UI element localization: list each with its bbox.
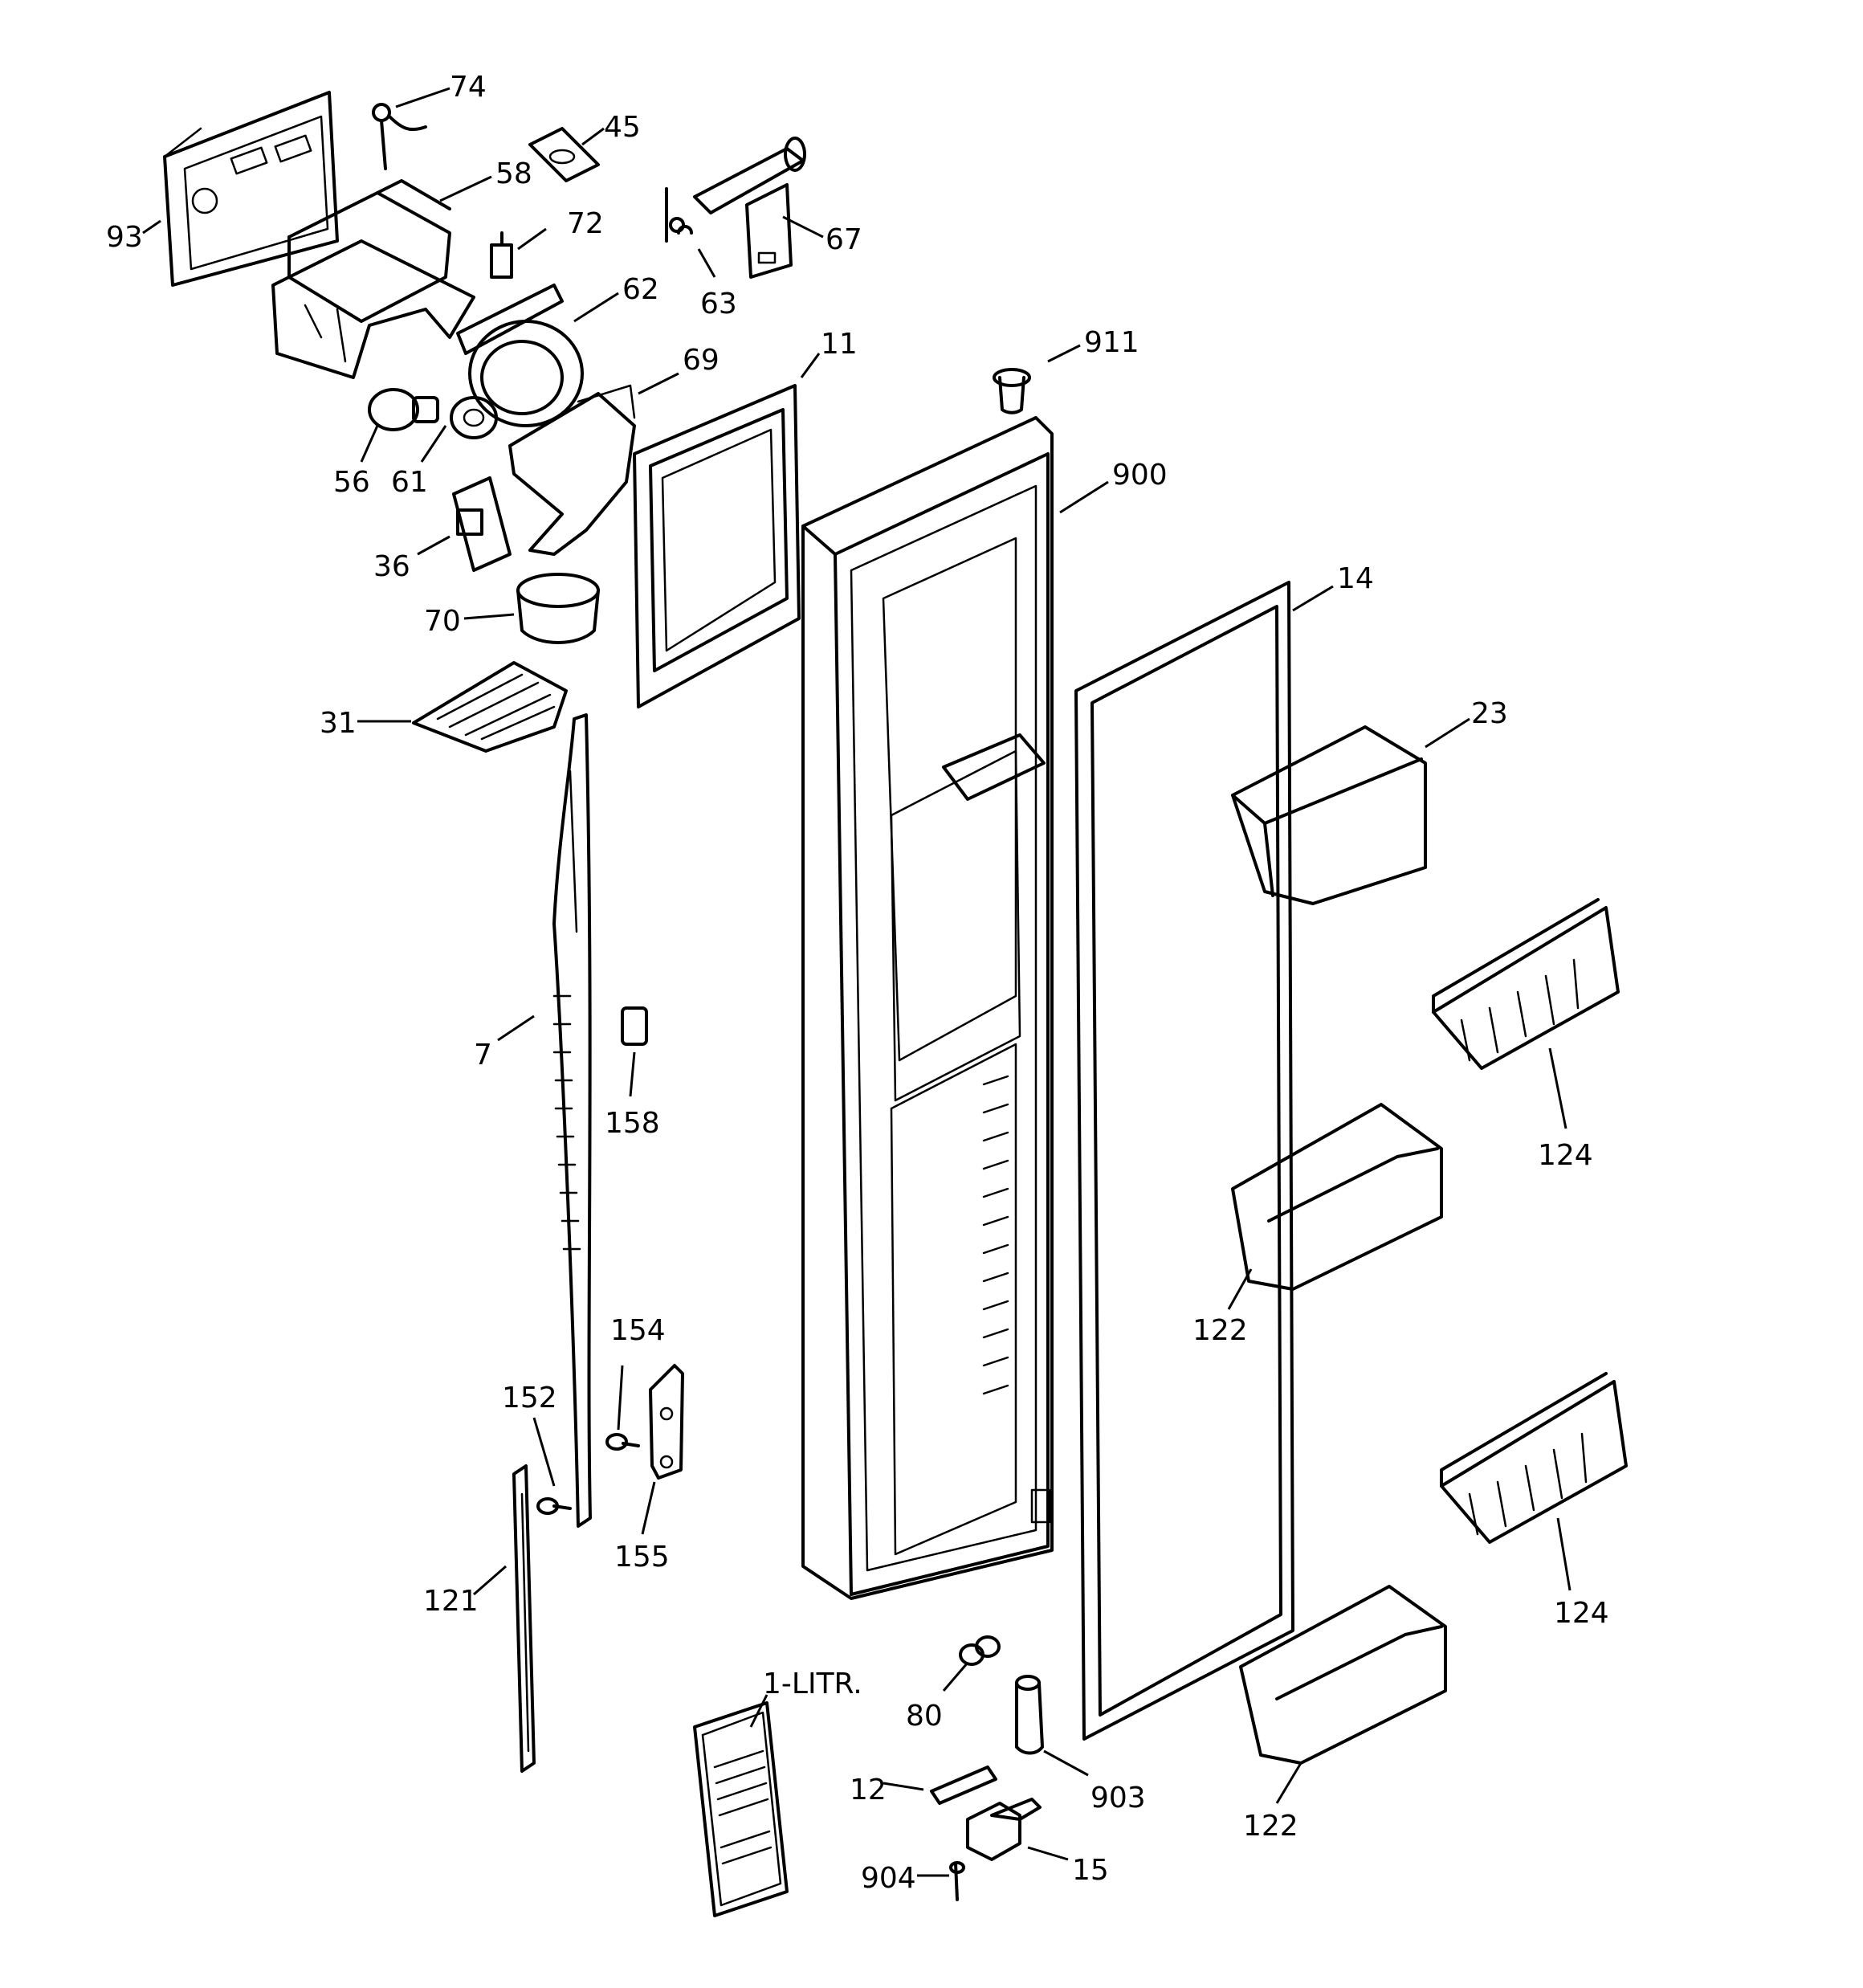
callout-7: 7 bbox=[474, 1039, 492, 1072]
part-67-actuator bbox=[693, 137, 806, 279]
part-70-collar bbox=[516, 573, 600, 644]
callout-80: 80 bbox=[906, 1700, 943, 1733]
callout-11: 11 bbox=[821, 328, 858, 361]
part-62-ring bbox=[456, 284, 584, 427]
part-7-door-handle bbox=[552, 713, 592, 1528]
part-11-dispenser-frame bbox=[633, 384, 801, 708]
callout-911: 911 bbox=[1084, 326, 1139, 359]
part-911-bushing bbox=[993, 368, 1031, 414]
callout-12: 12 bbox=[850, 1774, 887, 1806]
part-122-door-shelf-upper bbox=[1231, 1103, 1443, 1291]
callout-121: 121 bbox=[423, 1585, 479, 1618]
callout-36: 36 bbox=[373, 550, 410, 583]
part-69-chute bbox=[508, 384, 636, 556]
callout-62: 62 bbox=[622, 273, 659, 306]
part-93-control-panel bbox=[163, 91, 339, 287]
part-12-hinge-plate bbox=[930, 1766, 997, 1805]
part-61-socket bbox=[450, 396, 498, 439]
part-31-drip-grille bbox=[412, 661, 568, 753]
callout-122-lower: 122 bbox=[1243, 1810, 1298, 1843]
callout-903: 903 bbox=[1090, 1782, 1146, 1815]
callout-154: 154 bbox=[610, 1314, 666, 1347]
callout-122-upper: 122 bbox=[1192, 1314, 1248, 1347]
callout-155: 155 bbox=[614, 1541, 670, 1574]
part-124-wire-basket-lower bbox=[1440, 1372, 1628, 1544]
callout-904: 904 bbox=[861, 1862, 916, 1895]
part-1-litr-literature bbox=[693, 1701, 789, 1917]
leader-lines bbox=[142, 87, 1572, 1877]
part-45-bracket bbox=[528, 127, 600, 182]
callout-72: 72 bbox=[567, 207, 604, 240]
callout-900: 900 bbox=[1112, 459, 1168, 492]
part-80-cam bbox=[959, 1635, 1001, 1666]
part-152-screw bbox=[536, 1497, 572, 1515]
part-903-hinge-pin bbox=[1015, 1675, 1044, 1755]
part-58-dispenser-housing bbox=[271, 179, 475, 379]
callout-74: 74 bbox=[450, 71, 487, 104]
callout-1-litr: 1-LITR. bbox=[763, 1668, 862, 1700]
part-124-wire-basket-upper bbox=[1432, 898, 1620, 1070]
callout-58: 58 bbox=[495, 157, 532, 190]
callout-15: 15 bbox=[1072, 1854, 1109, 1887]
callout-45: 45 bbox=[604, 111, 641, 144]
part-155-hinge bbox=[649, 1364, 684, 1480]
part-74-spring bbox=[372, 103, 427, 170]
part-122-door-shelf-lower bbox=[1239, 1585, 1447, 1765]
callout-158: 158 bbox=[605, 1107, 660, 1140]
part-36-bracket bbox=[452, 476, 512, 572]
callout-63: 63 bbox=[700, 288, 737, 320]
door-shelf-pegs bbox=[982, 1075, 1009, 1395]
part-158-clip bbox=[621, 1006, 648, 1046]
callout-70: 70 bbox=[424, 605, 461, 638]
callout-124-upper: 124 bbox=[1538, 1139, 1593, 1172]
part-14-door-gasket bbox=[1074, 581, 1294, 1741]
callout-31: 31 bbox=[320, 707, 357, 740]
callout-labels: 74 45 58 93 72 67 62 63 69 11 911 56 61 … bbox=[106, 71, 1609, 1895]
part-154-screw bbox=[605, 1433, 640, 1451]
part-121-trim-strip bbox=[512, 1464, 536, 1773]
part-63-spring bbox=[665, 187, 693, 243]
part-904-screw bbox=[949, 1861, 965, 1901]
callout-67: 67 bbox=[826, 223, 862, 256]
callout-69: 69 bbox=[683, 344, 720, 377]
callout-56: 56 bbox=[333, 466, 370, 499]
part-15-bottom-hinge bbox=[966, 1798, 1042, 1861]
part-900-freezer-door bbox=[801, 416, 1054, 1600]
callout-93: 93 bbox=[106, 221, 143, 254]
callout-14: 14 bbox=[1337, 562, 1374, 595]
part-72-switch bbox=[490, 231, 513, 279]
callout-152: 152 bbox=[502, 1382, 557, 1414]
part-56-bulb bbox=[368, 388, 439, 431]
callout-23: 23 bbox=[1471, 697, 1508, 730]
callout-124-lower: 124 bbox=[1554, 1597, 1609, 1630]
handle-ribs bbox=[552, 994, 581, 1251]
callout-61: 61 bbox=[391, 466, 428, 499]
part-23-door-bin bbox=[1231, 725, 1427, 905]
